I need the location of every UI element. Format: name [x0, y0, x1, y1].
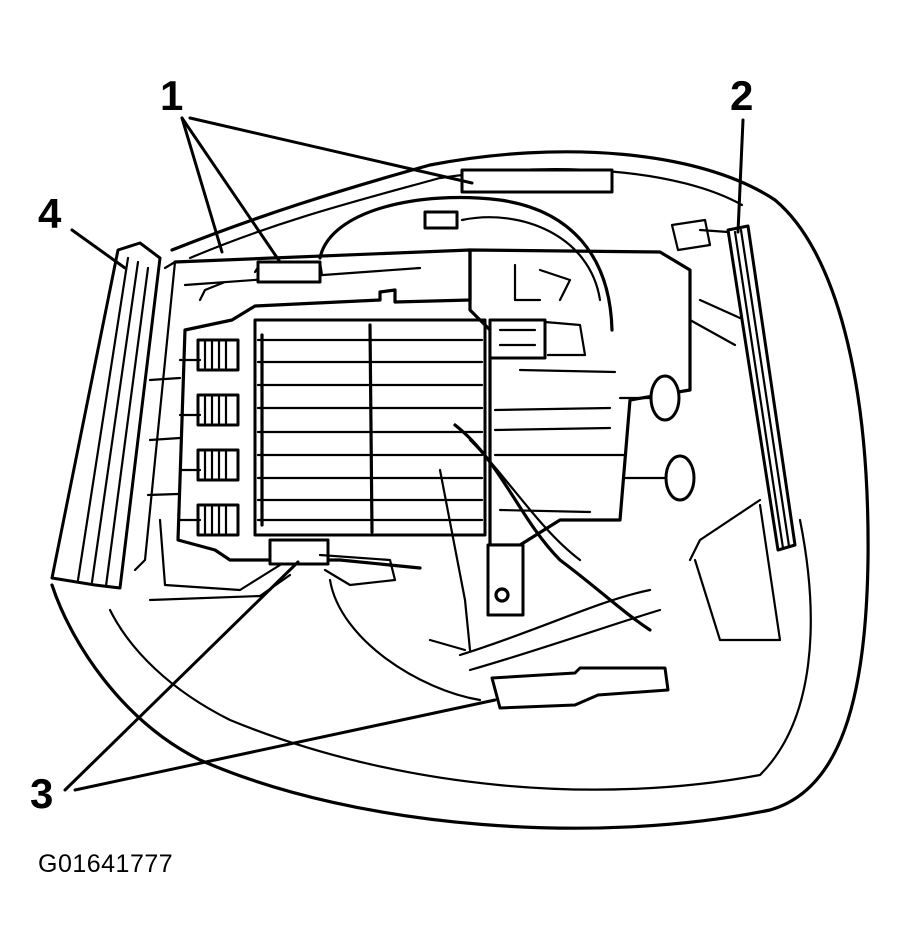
center-module-detail [493, 263, 627, 514]
callout-2-leader [736, 118, 745, 234]
seat-cushion-front-rim [108, 518, 812, 791]
left-trim-panel-edge [76, 256, 150, 588]
callout-1-leader-b [180, 116, 282, 264]
seat-cushion-inner-rim [188, 168, 744, 260]
left-trim-inner [133, 260, 177, 572]
right-side-rail [670, 218, 762, 562]
left-frame-lower [148, 518, 292, 602]
callout-3-leader-a [63, 560, 300, 792]
callout-3-label: 3 [30, 770, 53, 817]
clip-front-right [490, 666, 670, 710]
callout-4-leader [70, 228, 127, 270]
callout-1-leader-c [188, 116, 474, 185]
center-module [468, 248, 692, 547]
clip-front-left [268, 538, 330, 566]
figure-id: G01641777 [38, 850, 174, 878]
wire-connector-top [423, 210, 459, 230]
left-trim-panel [50, 241, 162, 590]
right-trim-panel [726, 224, 797, 552]
callout-4-label: 4 [38, 190, 62, 237]
right-trim-panel-edge [733, 228, 791, 550]
front-cavity-outline [328, 503, 782, 702]
center-connector [488, 318, 547, 360]
front-wire-bundle [458, 588, 662, 672]
left-frame-tray [173, 248, 472, 570]
adjuster-knob-upper [618, 374, 681, 422]
bracket-hole [494, 587, 510, 603]
seat-cushion-outline [50, 150, 870, 830]
wiring-harness-loop [318, 195, 614, 332]
clip-rear-left [256, 260, 322, 284]
clip-rear-right [460, 168, 614, 194]
heater-grid-lines [256, 323, 484, 534]
center-bracket [486, 543, 525, 617]
wiring-harness-lower-2 [428, 438, 582, 652]
adjuster-knob-lower [623, 454, 696, 502]
clip-front-left-base [318, 553, 397, 587]
callout-1-label: 1 [160, 72, 183, 119]
callout-2-label: 2 [730, 72, 753, 119]
callout-3-leader-b [73, 698, 497, 792]
center-connector-detail [498, 320, 587, 357]
callout-1-leader-a [180, 116, 224, 254]
wiring-harness-loop-inner [460, 216, 602, 302]
heater-connector-pins [146, 338, 240, 537]
